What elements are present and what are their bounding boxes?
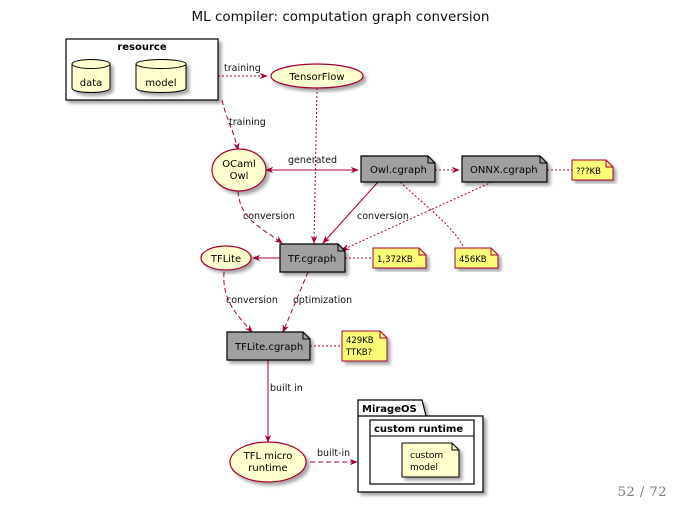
- tensorflow-node: [270, 63, 364, 89]
- note-onnx-size-text: ???KB: [576, 167, 601, 177]
- resource-item-model: model: [145, 78, 176, 89]
- edge-label-built-in-mirage: built-in: [317, 448, 350, 459]
- note-owl-size-text: 456KB: [459, 255, 487, 265]
- edge-onnx-tfcgraph: [341, 181, 493, 251]
- edge-label-generated: generated: [288, 155, 337, 166]
- custom-model-line2: model: [410, 463, 438, 473]
- resource-item-data: data: [80, 78, 103, 89]
- note-tflite-size-line1: 429KB: [346, 336, 374, 346]
- resource-frame: resource data model: [65, 38, 219, 101]
- edge-owlcgraph-tfcgraph: [322, 181, 379, 244]
- edge-label-built-in: built in: [270, 383, 303, 394]
- tf-cgraph-label: TF.cgraph: [287, 254, 336, 265]
- edge-label-conversion-owlcgraph: conversion: [357, 211, 409, 222]
- tfl-micro-node: [229, 441, 307, 483]
- tensorflow-label: TensorFlow: [288, 72, 344, 83]
- owl-label-line2: Owl: [230, 171, 249, 182]
- tflite-cgraph-box: [226, 331, 311, 361]
- note-owl-size: [454, 247, 499, 269]
- onnx-cgraph-box: [461, 155, 548, 183]
- database-icon-data: [71, 59, 111, 93]
- note-tflite-size-line2: TTKB?: [345, 348, 372, 358]
- note-tf-size-text: 1,372KB: [377, 255, 413, 265]
- page-number: 52 / 72: [617, 485, 667, 500]
- edge-tflite-tflitecgraph: [223, 271, 253, 333]
- edge-label-conversion-owl: conversion: [243, 211, 295, 222]
- owl-node: [211, 148, 267, 192]
- tflite-node: [200, 245, 252, 271]
- tflite-label: TFLite: [210, 254, 241, 265]
- owl-label-line1: OCaml: [222, 159, 256, 170]
- note-tflite-size: [341, 330, 388, 362]
- tfl-micro-label-line1: TFL micro: [243, 451, 293, 462]
- tfl-micro-label-line2: runtime: [248, 463, 287, 474]
- custom-runtime-label: custom runtime: [374, 424, 463, 435]
- tf-cgraph-box: [279, 243, 346, 273]
- note-tf-size: [372, 247, 427, 269]
- tflite-cgraph-label: TFLite.cgraph: [234, 342, 303, 353]
- edge-owl-tfcgraph: [237, 190, 283, 244]
- edge-tfcgraph-tflitecgraph: [282, 271, 309, 333]
- owl-cgraph-box: [360, 155, 436, 183]
- edge-owlcgraph-note456: [399, 181, 466, 251]
- edge-label-optimization: optimization: [293, 295, 352, 306]
- owl-cgraph-label: Owl.cgraph: [370, 165, 427, 176]
- page-total: 72: [649, 485, 667, 500]
- edge-resource-owl: [221, 99, 240, 151]
- custom-model-line1: custom: [410, 451, 443, 461]
- resource-label: resource: [117, 42, 167, 53]
- mirageos-label: MirageOS: [362, 404, 417, 415]
- database-icon-model: [135, 59, 187, 93]
- note-onnx-size: [571, 159, 614, 181]
- edge-tensorflow-tfcgraph: [310, 87, 318, 244]
- page-current: 52: [617, 485, 636, 500]
- edge-label-training-owl: training: [229, 117, 266, 128]
- custom-model-note: [401, 442, 460, 478]
- onnx-cgraph-label: ONNX.cgraph: [470, 165, 538, 176]
- edge-label-training-tf: training: [224, 63, 261, 74]
- slide-title: ML compiler: computation graph conversio…: [191, 9, 490, 25]
- edge-label-conversion-tflite: conversion: [226, 295, 278, 306]
